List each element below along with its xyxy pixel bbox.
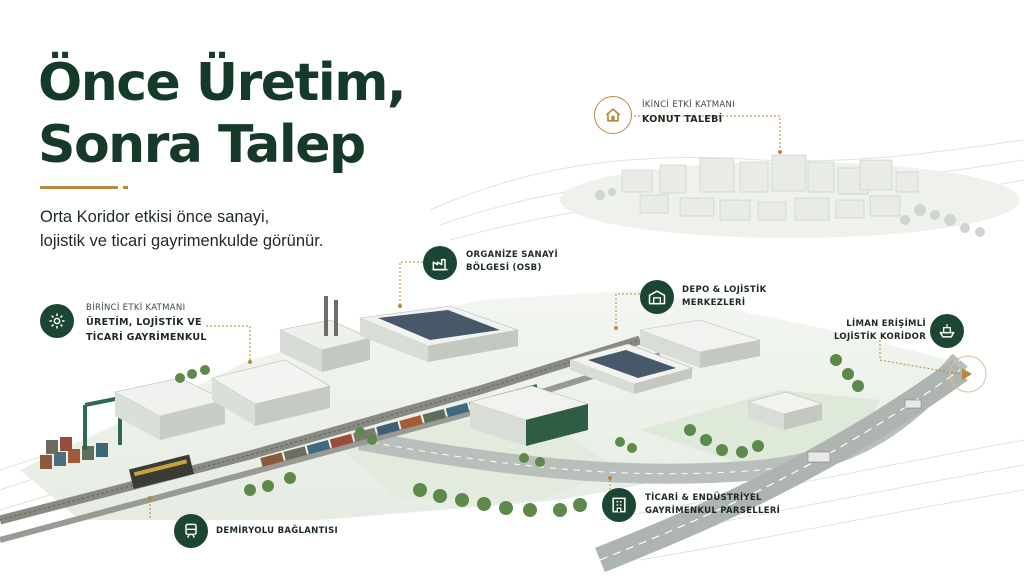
title-line-1: Önce Üretim,: [38, 53, 407, 113]
container-yard: [40, 393, 136, 469]
callout-commercial-label-1: TİCARİ & ENDÜSTRİYEL: [645, 493, 762, 503]
callout-osb-label-2: BÖLGESİ (OSB): [466, 263, 542, 273]
accent-dot: [123, 186, 128, 189]
callout-port-label-2: LOJİSTİK KORİDOR: [834, 332, 927, 342]
lead-line-2: lojistik ve ticari gayrimenkulde görünür…: [40, 232, 324, 250]
callout-commercial-label-2: GAYRİMENKUL PARSELLERİ: [645, 506, 781, 516]
gear-icon: [40, 304, 74, 338]
callout-first-tier-label-2: TİCARİ GAYRİMENKUL: [86, 332, 207, 343]
lead-line-1: Orta Koridor etkisi önce sanayi,: [40, 208, 270, 226]
callout-depot-label-2: MERKEZLERİ: [682, 298, 746, 308]
warehouse-icon: [640, 280, 674, 314]
train-icon: [174, 514, 208, 548]
callout-osb-label-1: ORGANİZE SANAYİ: [466, 250, 558, 260]
callout-first-tier-title: BİRİNCİ ETKİ KATMANI: [86, 303, 186, 313]
callout-railway-label: DEMİRYOLU BAĞLANTISI: [216, 526, 339, 536]
highway: [358, 353, 968, 573]
trees: [175, 354, 864, 517]
callout-depot-label-1: DEPO & LOJİSTİK: [682, 285, 767, 295]
leader-dots: [148, 150, 972, 500]
railway: [0, 335, 661, 543]
building-icon: [602, 488, 636, 522]
warehouses: [114, 296, 824, 446]
ship-icon: [930, 314, 964, 348]
accent-rule: [40, 186, 118, 189]
port-marker-ring: [949, 355, 987, 393]
callout-first-tier-label-1: ÜRETİM, LOJİSTİK VE: [86, 317, 202, 328]
lead-text: Orta Koridor etkisi önce sanayi, lojisti…: [40, 205, 360, 253]
title-line-2: Sonra Talep: [38, 115, 366, 175]
residential-area: [560, 154, 1020, 238]
callout-housing-title: İKİNCİ ETKİ KATMANI: [642, 100, 735, 110]
factory-icon: [423, 246, 457, 280]
callout-housing-label: KONUT TALEBİ: [642, 114, 723, 125]
house-icon: [594, 96, 632, 134]
callout-port-label-1: LİMAN ERİŞİMLİ: [846, 319, 926, 329]
page-title: Önce Üretim, Sonra Talep: [38, 52, 407, 176]
